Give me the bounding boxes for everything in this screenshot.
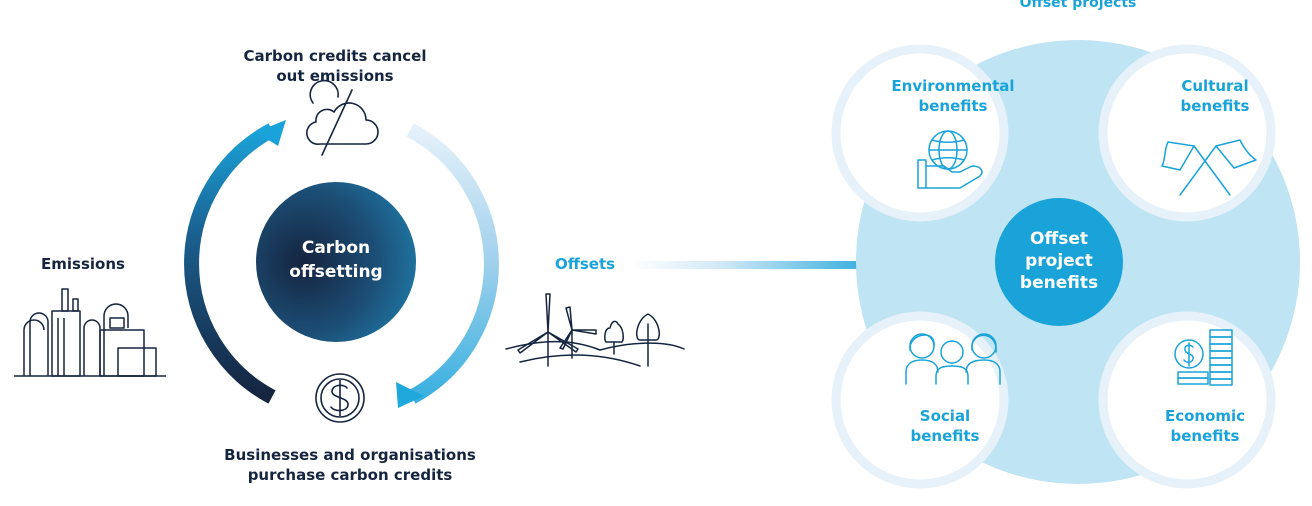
dollar-coin-icon [315, 373, 365, 423]
cycle-arc-right [406, 123, 499, 404]
crossed-flags-icon [1161, 139, 1257, 196]
environmental-circle [831, 44, 1009, 222]
economic-label: Economic benefits [1164, 407, 1246, 445]
people-group-icon [905, 333, 1001, 385]
cycle-arc-left [184, 123, 276, 404]
factory-icon [14, 288, 166, 377]
emissions-label: Emissions [41, 255, 125, 273]
coin-stack-icon [1174, 329, 1233, 386]
cultural-circle [1098, 44, 1276, 222]
top-caption: Carbon credits cancel out emissions [243, 47, 427, 85]
social-label: Social benefits [910, 407, 980, 445]
cycle-arrowhead-right [396, 382, 424, 408]
offsets-arrow-shaft [632, 261, 894, 269]
cycle-arrowhead-left [256, 120, 286, 146]
offset-project-benefits-label: Offset project benefits [1019, 229, 1099, 293]
cloud-crossed-icon [306, 79, 379, 156]
center-title: Carbon offsetting [289, 238, 383, 282]
globe-in-hand-icon [917, 130, 983, 189]
offset-project-benefits-circle [995, 198, 1123, 326]
offsets-label: Offsets [554, 255, 616, 273]
cultural-label: Cultural benefits [1180, 77, 1250, 115]
economic-circle [1098, 311, 1276, 489]
environmental-label: Environmental benefits [891, 77, 1015, 115]
social-circle [831, 311, 1009, 489]
wind-turbines-landscape-icon [505, 293, 685, 367]
bottom-caption: Businesses and organisations purchase ca… [224, 446, 476, 484]
offset-projects-header: Offset projects [1019, 0, 1137, 11]
carbon-offsetting-circle [256, 182, 416, 342]
